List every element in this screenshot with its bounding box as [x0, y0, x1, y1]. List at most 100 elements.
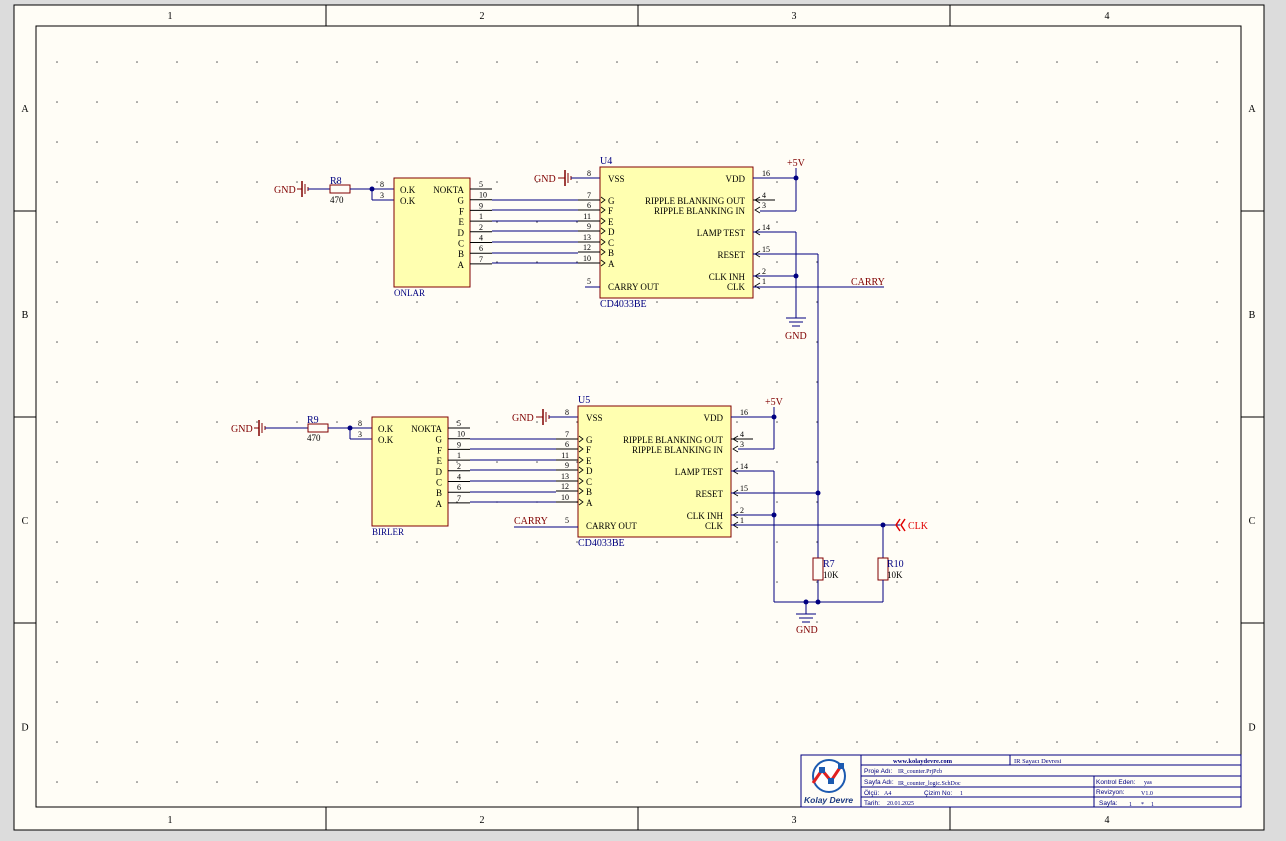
- grid-dot: [496, 221, 498, 223]
- pin-name: VSS: [586, 413, 603, 423]
- grid-dot: [536, 741, 538, 743]
- grid-dot: [1016, 461, 1018, 463]
- pin-name: D: [586, 466, 593, 476]
- grid-dot: [696, 381, 698, 383]
- grid-dot: [856, 461, 858, 463]
- grid-dot: [776, 541, 778, 543]
- grid-dot: [576, 581, 578, 583]
- grid-dot: [176, 261, 178, 263]
- grid-dot: [336, 381, 338, 383]
- pin-number: 4: [479, 234, 483, 243]
- grid-dot: [296, 781, 298, 783]
- grid-dot: [96, 381, 98, 383]
- zone-col-label: 1: [168, 815, 173, 826]
- grid-dot: [456, 141, 458, 143]
- grid-dot: [976, 701, 978, 703]
- grid-dot: [816, 341, 818, 343]
- grid-dot: [936, 581, 938, 583]
- pin-name: A: [436, 499, 443, 509]
- grid-dot: [936, 501, 938, 503]
- grid-dot: [216, 621, 218, 623]
- vcc-label: +5V: [765, 397, 784, 408]
- sheet-name-value: IR_counter_logic.SchDoc: [898, 781, 961, 787]
- grid-dot: [1016, 261, 1018, 263]
- grid-dot: [496, 101, 498, 103]
- grid-dot: [616, 141, 618, 143]
- grid-dot: [1096, 261, 1098, 263]
- grid-dot: [616, 621, 618, 623]
- grid-dot: [56, 741, 58, 743]
- grid-dot: [376, 221, 378, 223]
- grid-dot: [136, 181, 138, 183]
- grid-dot: [136, 261, 138, 263]
- pin-number: 3: [740, 440, 744, 449]
- grid-dot: [336, 501, 338, 503]
- grid-dot: [376, 261, 378, 263]
- pin-name: RIPPLE BLANKING OUT: [623, 435, 724, 445]
- grid-dot: [536, 221, 538, 223]
- grid-dot: [776, 61, 778, 63]
- grid-dot: [176, 661, 178, 663]
- onlar-u4-bus: [492, 199, 578, 264]
- grid-dot: [496, 261, 498, 263]
- pin-number: 9: [565, 461, 569, 470]
- grid-dot: [376, 621, 378, 623]
- grid-dot: [1056, 221, 1058, 223]
- pin-name: NOKTA: [411, 424, 442, 434]
- pin-name: CARRY OUT: [608, 282, 659, 292]
- page-total: 1: [1151, 802, 1154, 808]
- grid-dot: [936, 301, 938, 303]
- grid-dot: [1096, 581, 1098, 583]
- pin-number: 15: [740, 484, 748, 493]
- grid-dot: [736, 541, 738, 543]
- grid-dot: [1096, 421, 1098, 423]
- pin-name: O.K: [400, 185, 416, 195]
- grid-dot: [736, 141, 738, 143]
- grid-dot: [816, 261, 818, 263]
- grid-dot: [896, 61, 898, 63]
- pin-arrow: [578, 487, 584, 495]
- grid-dot: [1096, 101, 1098, 103]
- grid-dot: [576, 701, 578, 703]
- grid-dot: [736, 701, 738, 703]
- grid-dot: [216, 701, 218, 703]
- grid-dot: [576, 741, 578, 743]
- grid-dot: [776, 581, 778, 583]
- grid-dot: [696, 101, 698, 103]
- grid-dot: [536, 421, 538, 423]
- grid-dot: [296, 741, 298, 743]
- grid-dot: [1176, 501, 1178, 503]
- r7-resistor[interactable]: [812, 557, 824, 581]
- grid-dot: [856, 181, 858, 183]
- pin-number: 8: [358, 419, 362, 428]
- grid-dot: [1056, 661, 1058, 663]
- grid-dot: [936, 661, 938, 663]
- sheet-name-label: Sayfa Adı:: [864, 779, 894, 786]
- grid-dot: [896, 581, 898, 583]
- pin-number: 6: [479, 244, 483, 253]
- grid-dot: [976, 541, 978, 543]
- grid-dot: [1176, 61, 1178, 63]
- zone-col-label: 1: [168, 11, 173, 22]
- grid-dot: [1216, 621, 1218, 623]
- grid-dot: [856, 501, 858, 503]
- chip-part-number: CD4033BE: [600, 299, 647, 310]
- gnd-label: GND: [796, 625, 818, 636]
- grid-dot: [776, 421, 778, 423]
- grid-dot: [176, 741, 178, 743]
- grid-dot: [1056, 461, 1058, 463]
- scale-label: Ölçü:: [864, 789, 879, 797]
- pin-number: 7: [587, 191, 591, 200]
- grid-dot: [376, 581, 378, 583]
- grid-dot: [736, 421, 738, 423]
- grid-dot: [536, 581, 538, 583]
- pin-name: VSS: [608, 174, 625, 184]
- grid-dot: [96, 221, 98, 223]
- grid-dot: [136, 461, 138, 463]
- u5-nets: +5V CLK R7 10K R10 10K GND CARRY: [514, 397, 929, 636]
- grid-dot: [656, 101, 658, 103]
